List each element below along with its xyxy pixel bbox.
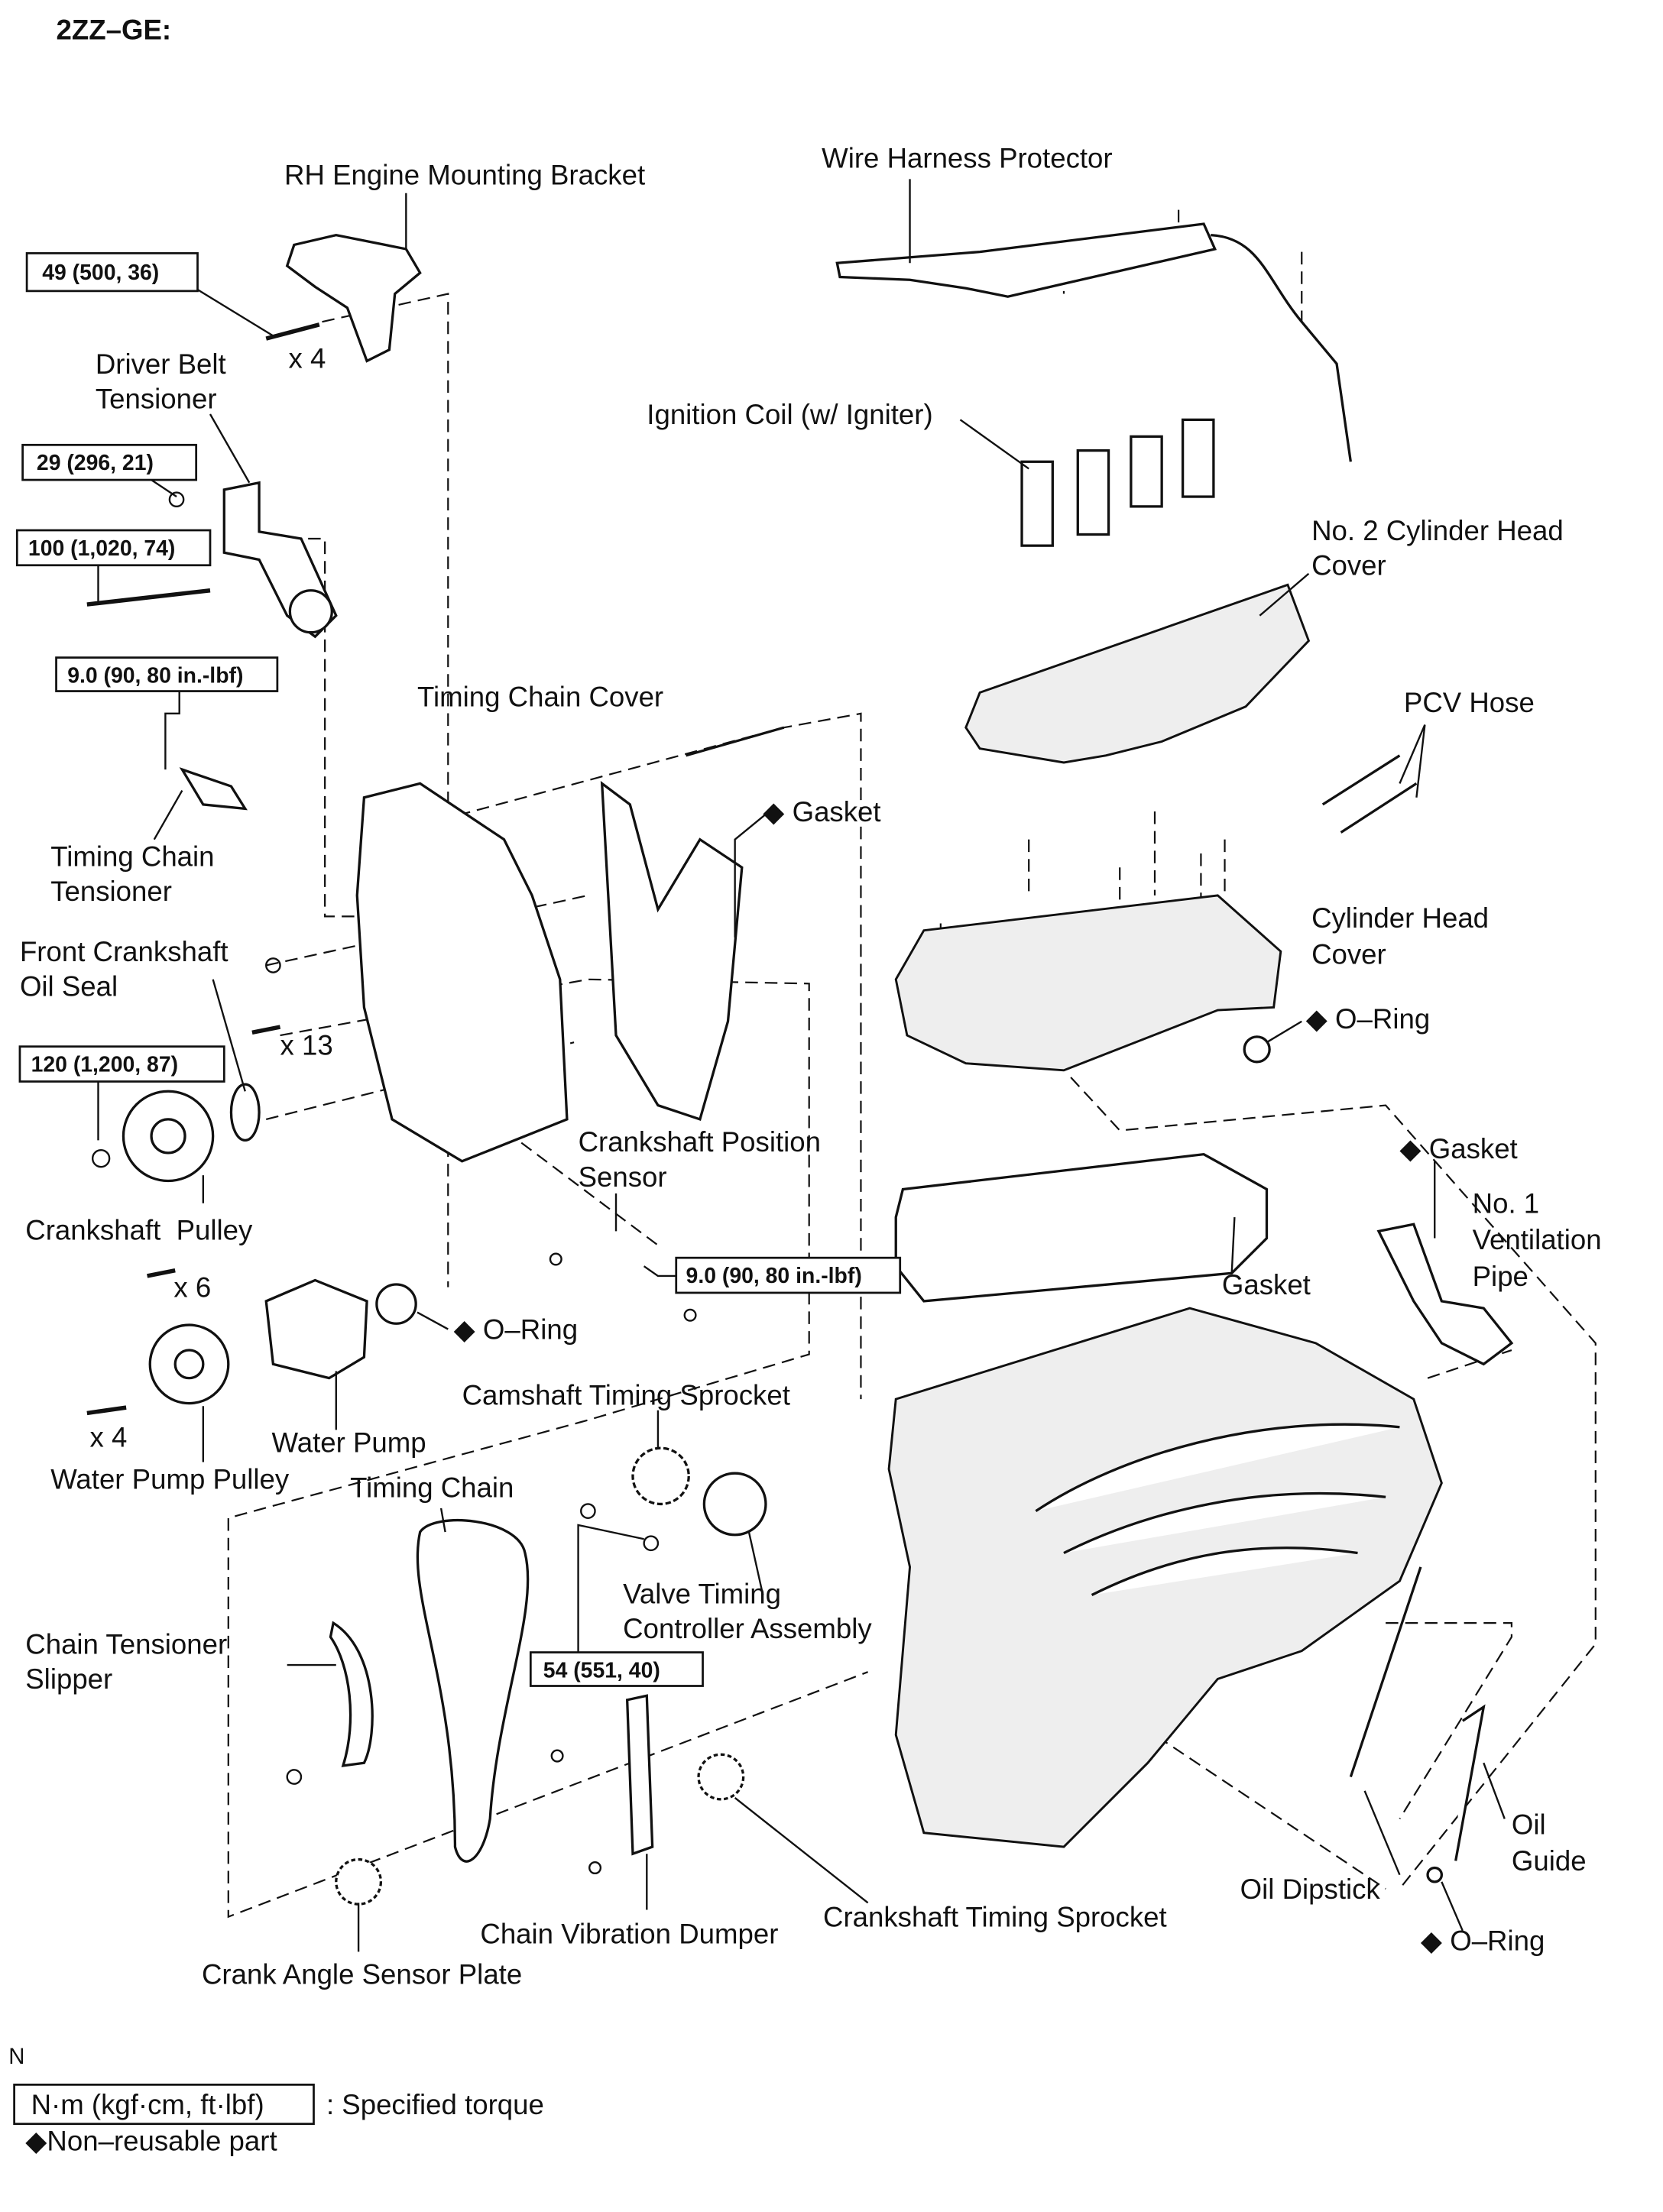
qty-cover-bolts: x 13 (280, 1030, 333, 1061)
svg-text:9.0 (90, 80 in.-lbf): 9.0 (90, 80 in.-lbf) (686, 1264, 862, 1288)
timing-chain-tensioner (179, 767, 248, 811)
label-water-pump-o-ring: ◆ O–Ring (454, 1313, 578, 1345)
label-no1-ventilation-pipe: No. 1 (1473, 1188, 1540, 1219)
label-oil-guide-line2: Guide (1512, 1845, 1587, 1877)
bolts (86, 322, 697, 1875)
label-oil-guide: Oil (1512, 1809, 1546, 1841)
camshaft-timing-sprocket (631, 1446, 690, 1506)
label-no1-ventilation-pipe-line3: Pipe (1473, 1261, 1528, 1292)
vvt-controller (702, 1472, 767, 1537)
o-ring (1243, 1035, 1271, 1064)
legend-torque-unit: N·m (kgf·cm, ft·lbf) (31, 2089, 264, 2120)
label-oil-dipstick: Oil Dipstick (1240, 1874, 1381, 1905)
rh-mounting-bracket (285, 233, 422, 363)
label-camshaft-timing-sprocket: Camshaft Timing Sprocket (462, 1379, 790, 1410)
crankshaft-timing-sprocket (697, 1753, 745, 1801)
no1-ventilation-pipe (1376, 1223, 1514, 1366)
label-rh-engine-mounting-bracket: RH Engine Mounting Bracket (284, 160, 645, 191)
label-timing-chain-tensioner: Timing Chain (50, 840, 214, 872)
label-timing-chain-cover: Timing Chain Cover (417, 682, 663, 713)
pcv-hose (1321, 754, 1418, 834)
label-cylinder-head-cover-line2: Cover (1311, 939, 1386, 970)
svg-text:100 (1,020, 74): 100 (1,020, 74) (28, 536, 175, 561)
label-wire-harness-protector: Wire Harness Protector (822, 143, 1112, 174)
label-front-crankshaft-oil-seal-line2: Oil Seal (20, 971, 118, 1002)
qty-bracket-bolts: x 4 (289, 343, 326, 374)
label-chain-tensioner-slipper: Chain Tensioner (25, 1628, 227, 1660)
label-front-crankshaft-oil-seal: Front Crankshaft (20, 936, 229, 967)
no2-cylinder-head-cover (964, 583, 1311, 764)
torque-spec-bracket: 49 (500, 36) (25, 252, 199, 293)
label-timing-chain-tensioner-line2: Tensioner (50, 876, 172, 907)
torque-spec-tensioner-bolt: 100 (1,020, 74) (15, 529, 212, 567)
label-timing-chain: Timing Chain (350, 1472, 514, 1503)
legend: N N·m (kgf·cm, ft·lbf) : Specified torqu… (8, 2044, 544, 2157)
label-no2-cylinder-head-cover-line2: Cover (1311, 550, 1386, 581)
label-valve-timing-controller: Valve Timing (623, 1578, 781, 1609)
svg-text:9.0 (90, 80 in.-lbf): 9.0 (90, 80 in.-lbf) (67, 664, 243, 688)
label-driver-belt-tensioner-line2: Tensioner (96, 384, 217, 415)
label-no2-cylinder-head-cover: No. 2 Cylinder Head (1311, 515, 1564, 546)
cylinder-head-cover (894, 894, 1282, 1072)
head-cover-gasket (894, 1152, 1269, 1303)
label-driver-belt-tensioner: Driver Belt (96, 348, 226, 380)
svg-text:54 (551, 40): 54 (551, 40) (543, 1659, 660, 1683)
part-labels: RH Engine Mounting Bracket Wire Harness … (20, 143, 1602, 1990)
label-pcv-hose: PCV Hose (1404, 687, 1535, 718)
label-chain-vibration-damper: Chain Vibration Dumper (480, 1918, 778, 1949)
label-vent-pipe-gasket: ◆ Gasket (1399, 1133, 1517, 1164)
qty-pump-bolts: x 6 (173, 1271, 211, 1303)
label-ignition-coil: Ignition Coil (w/ Igniter) (647, 399, 932, 430)
leader-lines (97, 179, 1506, 1952)
front-crankshaft-oil-seal (229, 1083, 261, 1142)
label-head-cover-o-ring: ◆ O–Ring (1306, 1003, 1430, 1035)
label-crankshaft-position-sensor-line2: Sensor (579, 1161, 667, 1193)
chain-tensioner-slipper (329, 1621, 374, 1767)
label-crankshaft-timing-sprocket: Crankshaft Timing Sprocket (823, 1901, 1167, 1932)
label-chain-cover-gasket: ◆ Gasket (763, 796, 880, 827)
legend-torque-desc: : Specified torque (326, 2089, 544, 2120)
label-chain-tensioner-slipper-line2: Slipper (25, 1663, 112, 1695)
label-valve-timing-controller-line2: Controller Assembly (623, 1613, 872, 1644)
oil-guide (1454, 1704, 1486, 1861)
parts (122, 222, 1514, 1906)
label-crank-angle-sensor-plate: Crank Angle Sensor Plate (202, 1959, 522, 1990)
label-water-pump-pulley: Water Pump Pulley (50, 1463, 290, 1495)
water-pump-o-ring (375, 1283, 417, 1325)
torque-spec-crank-sensor: 9.0 (90, 80 in.-lbf) (675, 1256, 902, 1294)
label-water-pump: Water Pump (272, 1427, 426, 1459)
chain-cover-gasket (600, 780, 744, 1122)
timing-chain-loop (416, 1519, 530, 1863)
water-pump (264, 1278, 368, 1380)
crank-angle-sensor-plate (335, 1857, 383, 1906)
label-oil-guide-o-ring: ◆ O–Ring (1421, 1925, 1545, 1957)
label-cylinder-head-cover: Cylinder Head (1311, 902, 1489, 934)
ignition-coils (1020, 418, 1215, 547)
diagram-title: 2ZZ–GE: (57, 14, 172, 45)
svg-text:120 (1,200, 87): 120 (1,200, 87) (31, 1053, 178, 1077)
chain-vibration-damper (625, 1694, 654, 1856)
label-crankshaft-position-sensor: Crankshaft Position (579, 1126, 821, 1158)
label-crankshaft-pulley: Crankshaft Pulley (25, 1214, 253, 1245)
torque-spec-sprocket-bolt: 54 (551, 40) (529, 1651, 704, 1687)
wire-harness-protector (835, 222, 1217, 298)
svg-text:29 (296, 21): 29 (296, 21) (37, 451, 154, 475)
torque-spec-chain-tensioner: 9.0 (90, 80 in.-lbf) (55, 656, 279, 692)
legend-non-reusable: ◆Non–reusable part (25, 2125, 277, 2156)
oil-dipstick (1349, 1566, 1422, 1778)
qty-pulley-bolts: x 4 (90, 1421, 128, 1453)
svg-text:49 (500, 36): 49 (500, 36) (42, 261, 159, 285)
torque-spec-crank-pulley: 120 (1,200, 87) (18, 1045, 225, 1083)
label-no1-ventilation-pipe-line2: Ventilation (1473, 1224, 1602, 1255)
timing-chain-cover (355, 782, 569, 1163)
torque-spec-tensioner-nut: 29 (296, 21) (21, 443, 198, 481)
n-mark: N (8, 2044, 24, 2069)
label-head-cover-gasket: Gasket (1222, 1269, 1311, 1300)
